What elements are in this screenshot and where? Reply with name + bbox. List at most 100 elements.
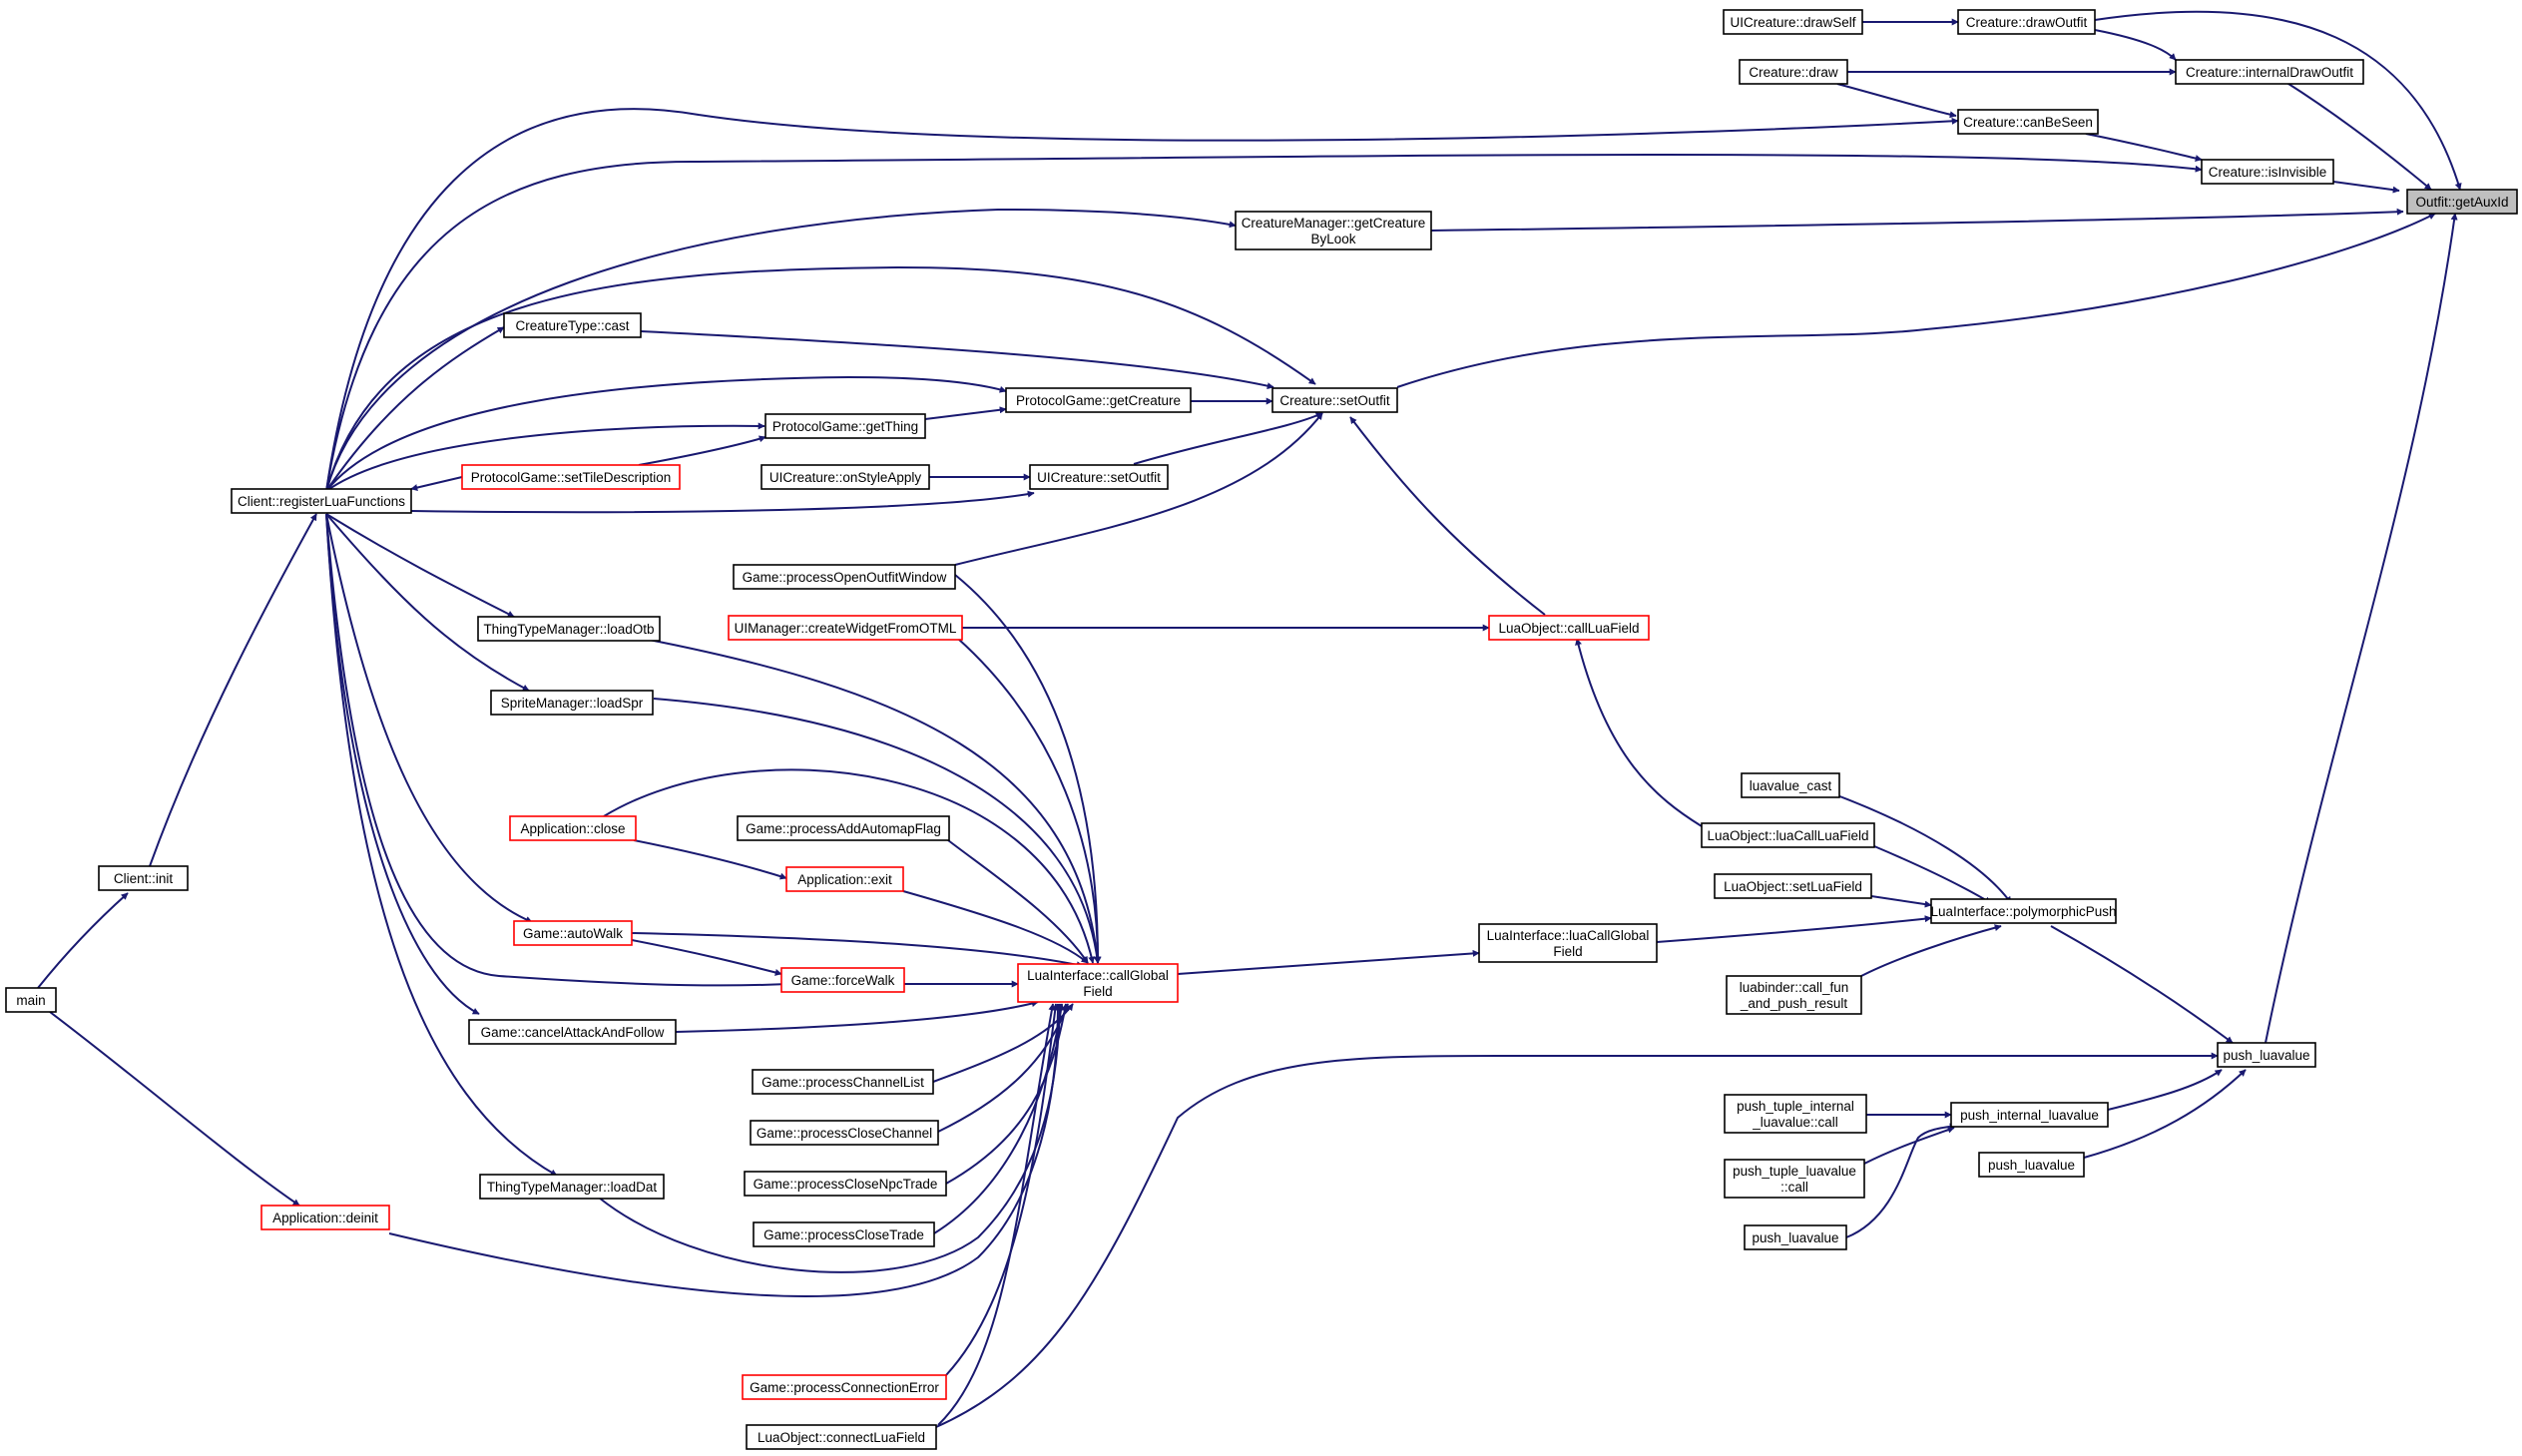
node-drawoutfit[interactable]: Creature::drawOutfit	[1957, 9, 2096, 35]
node-label: CreatureManager::getCreature	[1242, 216, 1426, 231]
edge-pushinternal-pushluavalue	[2107, 1069, 2223, 1111]
node-uisetoutfit[interactable]: UICreature::setOutfit	[1029, 464, 1169, 490]
node-appdeinit[interactable]: Application::deinit	[260, 1205, 390, 1230]
node-draw[interactable]: Creature::draw	[1739, 59, 1848, 85]
edge-createwidget-callglobal	[957, 638, 1102, 964]
node-box	[468, 1019, 677, 1045]
edge-loadotb-callglobal	[643, 638, 1101, 964]
node-label: luabinder::call_fun	[1740, 980, 1849, 995]
node-pushluavalue[interactable]: push_luavalue	[2217, 1042, 2316, 1068]
node-proccloseNpc[interactable]: Game::processCloseNpcTrade	[744, 1171, 947, 1197]
node-label: Client::init	[114, 871, 174, 886]
node-pushluavalue3[interactable]: push_luavalue	[1744, 1224, 1847, 1250]
node-onstyleapply[interactable]: UICreature::onStyleApply	[760, 464, 930, 490]
function-nodes: Outfit::getAuxIdCreature::drawOutfitUICr…	[5, 9, 2518, 1450]
node-box	[737, 815, 950, 841]
node-createwidget[interactable]: UIManager::createWidgetFromOTML	[728, 615, 963, 641]
edge-callfun-polypush	[1860, 924, 2002, 977]
node-setluafield[interactable]: LuaObject::setLuaField	[1714, 873, 1872, 899]
node-polypush[interactable]: LuaInterface::polymorphicPush	[1930, 898, 2117, 924]
node-uidrawself[interactable]: UICreature::drawSelf	[1723, 9, 1863, 35]
node-pushluavalue2[interactable]: push_luavalue	[1978, 1152, 2085, 1178]
node-box	[1017, 963, 1179, 1003]
node-settiledesc[interactable]: ProtocolGame::setTileDescription	[461, 464, 681, 490]
node-label: LuaObject::setLuaField	[1724, 879, 1862, 894]
edge-regluafn-isinvisible	[325, 154, 2203, 492]
node-label: luavalue_cast	[1750, 778, 1832, 793]
node-luacallluafield[interactable]: LuaObject::luaCallLuaField	[1701, 822, 1875, 848]
node-box	[1930, 898, 2117, 924]
node-label: Creature::internalDrawOutfit	[2186, 65, 2353, 80]
node-pushtupleluavalue[interactable]: push_tuple_luavalue::call	[1724, 1159, 1865, 1199]
node-box	[1724, 1094, 1867, 1134]
node-procclosechannel[interactable]: Game::processCloseChannel	[750, 1120, 939, 1146]
node-clientinit[interactable]: Client::init	[98, 865, 189, 891]
node-box	[503, 312, 642, 338]
edge-getthing-pggetcreature	[924, 406, 1007, 420]
node-callfun[interactable]: luabinder::call_fun_and_push_result	[1726, 975, 1862, 1015]
edge-regluafn-canbeseen	[325, 108, 1959, 492]
node-box	[98, 865, 189, 891]
node-loadspr[interactable]: SpriteManager::loadSpr	[490, 690, 654, 716]
edge-luacallglobal-polypush	[1656, 915, 1932, 943]
edge-cmgetcreature-getauxid	[1430, 208, 2404, 232]
node-isinvisible[interactable]: Creature::isInvisible	[2201, 159, 2334, 185]
node-box	[750, 1120, 939, 1146]
node-label: Creature::canBeSeen	[1963, 115, 2093, 130]
node-pushtupleinternal[interactable]: push_tuple_internal_luavalue::call	[1724, 1094, 1867, 1134]
edge-regluafn-pggetcreature	[325, 375, 1007, 492]
edge-connectluafield-callglobal	[937, 1003, 1056, 1426]
edge-appexit-callglobal	[902, 890, 1089, 964]
node-box	[1957, 109, 2099, 135]
node-loaddat[interactable]: ThingTypeManager::loadDat	[479, 1174, 665, 1200]
node-box	[1488, 615, 1650, 641]
node-label: LuaInterface::callGlobal	[1027, 968, 1169, 983]
node-label: Creature::draw	[1749, 65, 1838, 80]
node-luavaluecast[interactable]: luavalue_cast	[1741, 772, 1840, 798]
node-label: push_luavalue	[2223, 1048, 2309, 1063]
node-regluafn[interactable]: Client::registerLuaFunctions	[231, 488, 412, 514]
node-appclose[interactable]: Application::close	[509, 815, 637, 841]
node-connectluafield[interactable]: LuaObject::connectLuaField	[746, 1424, 937, 1450]
edge-cancelattack-callglobal	[675, 1000, 1039, 1033]
node-box	[513, 920, 633, 946]
node-procclosetrade[interactable]: Game::processCloseTrade	[753, 1221, 935, 1247]
node-canbeseen[interactable]: Creature::canBeSeen	[1957, 109, 2099, 135]
node-autowalk[interactable]: Game::autoWalk	[513, 920, 633, 946]
node-main[interactable]: main	[5, 987, 57, 1013]
node-cancelattack[interactable]: Game::cancelAttackAndFollow	[468, 1019, 677, 1045]
node-procoutfitwin[interactable]: Game::processOpenOutfitWindow	[733, 564, 956, 590]
node-box	[780, 967, 905, 993]
edge-regluafn-uisetoutfit	[410, 490, 1035, 514]
node-label: push_luavalue	[1988, 1158, 2075, 1173]
node-label: ::call	[1780, 1180, 1808, 1195]
edge-settiledesc-regluafn	[410, 476, 463, 491]
node-internaldraw[interactable]: Creature::internalDrawOutfit	[2175, 59, 2364, 85]
edge-procautomap-callglobal	[947, 839, 1089, 964]
node-box	[2217, 1042, 2316, 1068]
node-callluafield[interactable]: LuaObject::callLuaField	[1488, 615, 1650, 641]
node-procconnerror[interactable]: Game::processConnectionError	[742, 1374, 947, 1400]
node-box	[728, 615, 963, 641]
node-loadotb[interactable]: ThingTypeManager::loadOtb	[477, 616, 661, 642]
node-cast[interactable]: CreatureType::cast	[503, 312, 642, 338]
node-box	[2175, 59, 2364, 85]
node-setoutfit[interactable]: Creature::setOutfit	[1271, 387, 1398, 413]
node-forcewalk[interactable]: Game::forceWalk	[780, 967, 905, 993]
node-pushinternal[interactable]: push_internal_luavalue	[1950, 1102, 2109, 1128]
node-procchannellist[interactable]: Game::processChannelList	[752, 1069, 934, 1095]
edge-regluafn-loadotb	[325, 513, 515, 618]
node-pggetcreature[interactable]: ProtocolGame::getCreature	[1005, 387, 1192, 413]
node-label: Game::processOpenOutfitWindow	[743, 570, 947, 585]
node-getthing[interactable]: ProtocolGame::getThing	[764, 413, 926, 439]
edge-pushtupleluavalue-pushinternal	[1863, 1126, 1955, 1165]
node-getauxid[interactable]: Outfit::getAuxId	[2406, 189, 2518, 215]
node-appexit[interactable]: Application::exit	[785, 866, 904, 892]
node-label: Game::processCloseNpcTrade	[754, 1177, 938, 1192]
node-label: ProtocolGame::getCreature	[1016, 393, 1181, 408]
node-procautomap[interactable]: Game::processAddAutomapFlag	[737, 815, 950, 841]
